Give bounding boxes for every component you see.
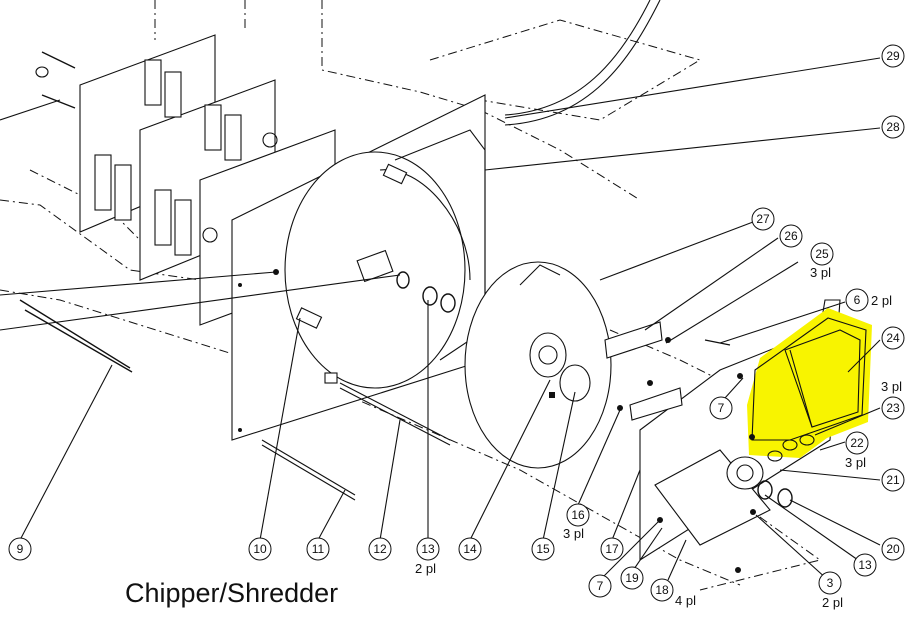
callout-9: 9 (8, 537, 32, 561)
qty-6: 2 pl (871, 293, 892, 308)
qty-3: 2 pl (822, 595, 843, 610)
svg-text:7: 7 (718, 401, 725, 415)
qty-16: 3 pl (563, 526, 584, 541)
callout-7-lower: 7 (588, 574, 612, 598)
qty-24: 3 pl (881, 379, 902, 394)
callouts: 29 28 27 26 25 6 24 23 7 22 21 20 13 3 1… (8, 44, 905, 602)
svg-text:20: 20 (886, 542, 900, 556)
svg-text:3: 3 (827, 576, 834, 590)
qty-13: 2 pl (415, 561, 436, 576)
callout-21: 21 (881, 468, 905, 492)
svg-text:25: 25 (815, 247, 829, 261)
svg-text:13: 13 (421, 542, 435, 556)
callout-25: 25 (810, 242, 834, 266)
flywheel-disk (464, 261, 612, 469)
svg-text:23: 23 (886, 401, 900, 415)
svg-text:24: 24 (886, 331, 900, 345)
svg-text:29: 29 (886, 49, 900, 63)
svg-text:15: 15 (536, 542, 550, 556)
shafts (19, 299, 451, 501)
callout-29: 29 (881, 44, 905, 68)
highlighted-chute-part (747, 308, 872, 462)
callout-13-left: 13 (416, 537, 440, 561)
housing-drum (284, 129, 486, 389)
callout-28: 28 (881, 115, 905, 139)
callout-7-upper: 7 (709, 396, 733, 420)
callout-14: 14 (458, 537, 482, 561)
qty-25: 3 pl (810, 265, 831, 280)
qty-22: 3 pl (845, 455, 866, 470)
leader-lines (0, 57, 881, 581)
callout-27: 27 (751, 207, 775, 231)
callout-6: 6 (845, 288, 869, 312)
callout-22: 22 (845, 431, 869, 455)
svg-text:13: 13 (858, 558, 872, 572)
callout-26: 26 (779, 224, 803, 248)
svg-text:28: 28 (886, 120, 900, 134)
svg-text:16: 16 (571, 508, 585, 522)
belt-curve (504, 0, 661, 126)
callout-19: 19 (620, 566, 644, 590)
callout-11: 11 (306, 537, 330, 561)
callout-23: 23 (881, 396, 905, 420)
callout-15: 15 (531, 537, 555, 561)
callout-24: 24 (881, 326, 905, 350)
svg-text:12: 12 (373, 542, 387, 556)
svg-text:11: 11 (312, 542, 325, 556)
svg-text:18: 18 (655, 583, 669, 597)
quantity-labels: 3 pl 2 pl 3 pl 3 pl 3 pl 2 pl 4 pl 2 pl (415, 265, 902, 610)
svg-text:14: 14 (463, 542, 477, 556)
callout-17: 17 (600, 537, 624, 561)
svg-text:22: 22 (850, 436, 864, 450)
svg-text:19: 19 (625, 571, 639, 585)
svg-text:9: 9 (17, 542, 24, 556)
callout-16: 16 (566, 503, 590, 527)
svg-text:21: 21 (886, 473, 900, 487)
svg-text:26: 26 (784, 229, 798, 243)
callout-20: 20 (881, 537, 905, 561)
qty-18: 4 pl (675, 593, 696, 608)
small-bolts (35, 51, 76, 109)
callout-13-right: 13 (853, 553, 877, 577)
svg-text:6: 6 (854, 293, 861, 307)
highlight-area (747, 308, 872, 458)
callout-10: 10 (248, 537, 272, 561)
svg-text:10: 10 (253, 542, 267, 556)
callout-18: 18 (650, 578, 674, 602)
callout-3: 3 (818, 571, 842, 595)
diagram-caption: Chipper/Shredder (125, 578, 339, 608)
svg-text:17: 17 (605, 542, 619, 556)
svg-text:7: 7 (597, 579, 604, 593)
svg-text:27: 27 (756, 212, 770, 226)
knife-brackets (94, 59, 278, 256)
callout-12: 12 (368, 537, 392, 561)
